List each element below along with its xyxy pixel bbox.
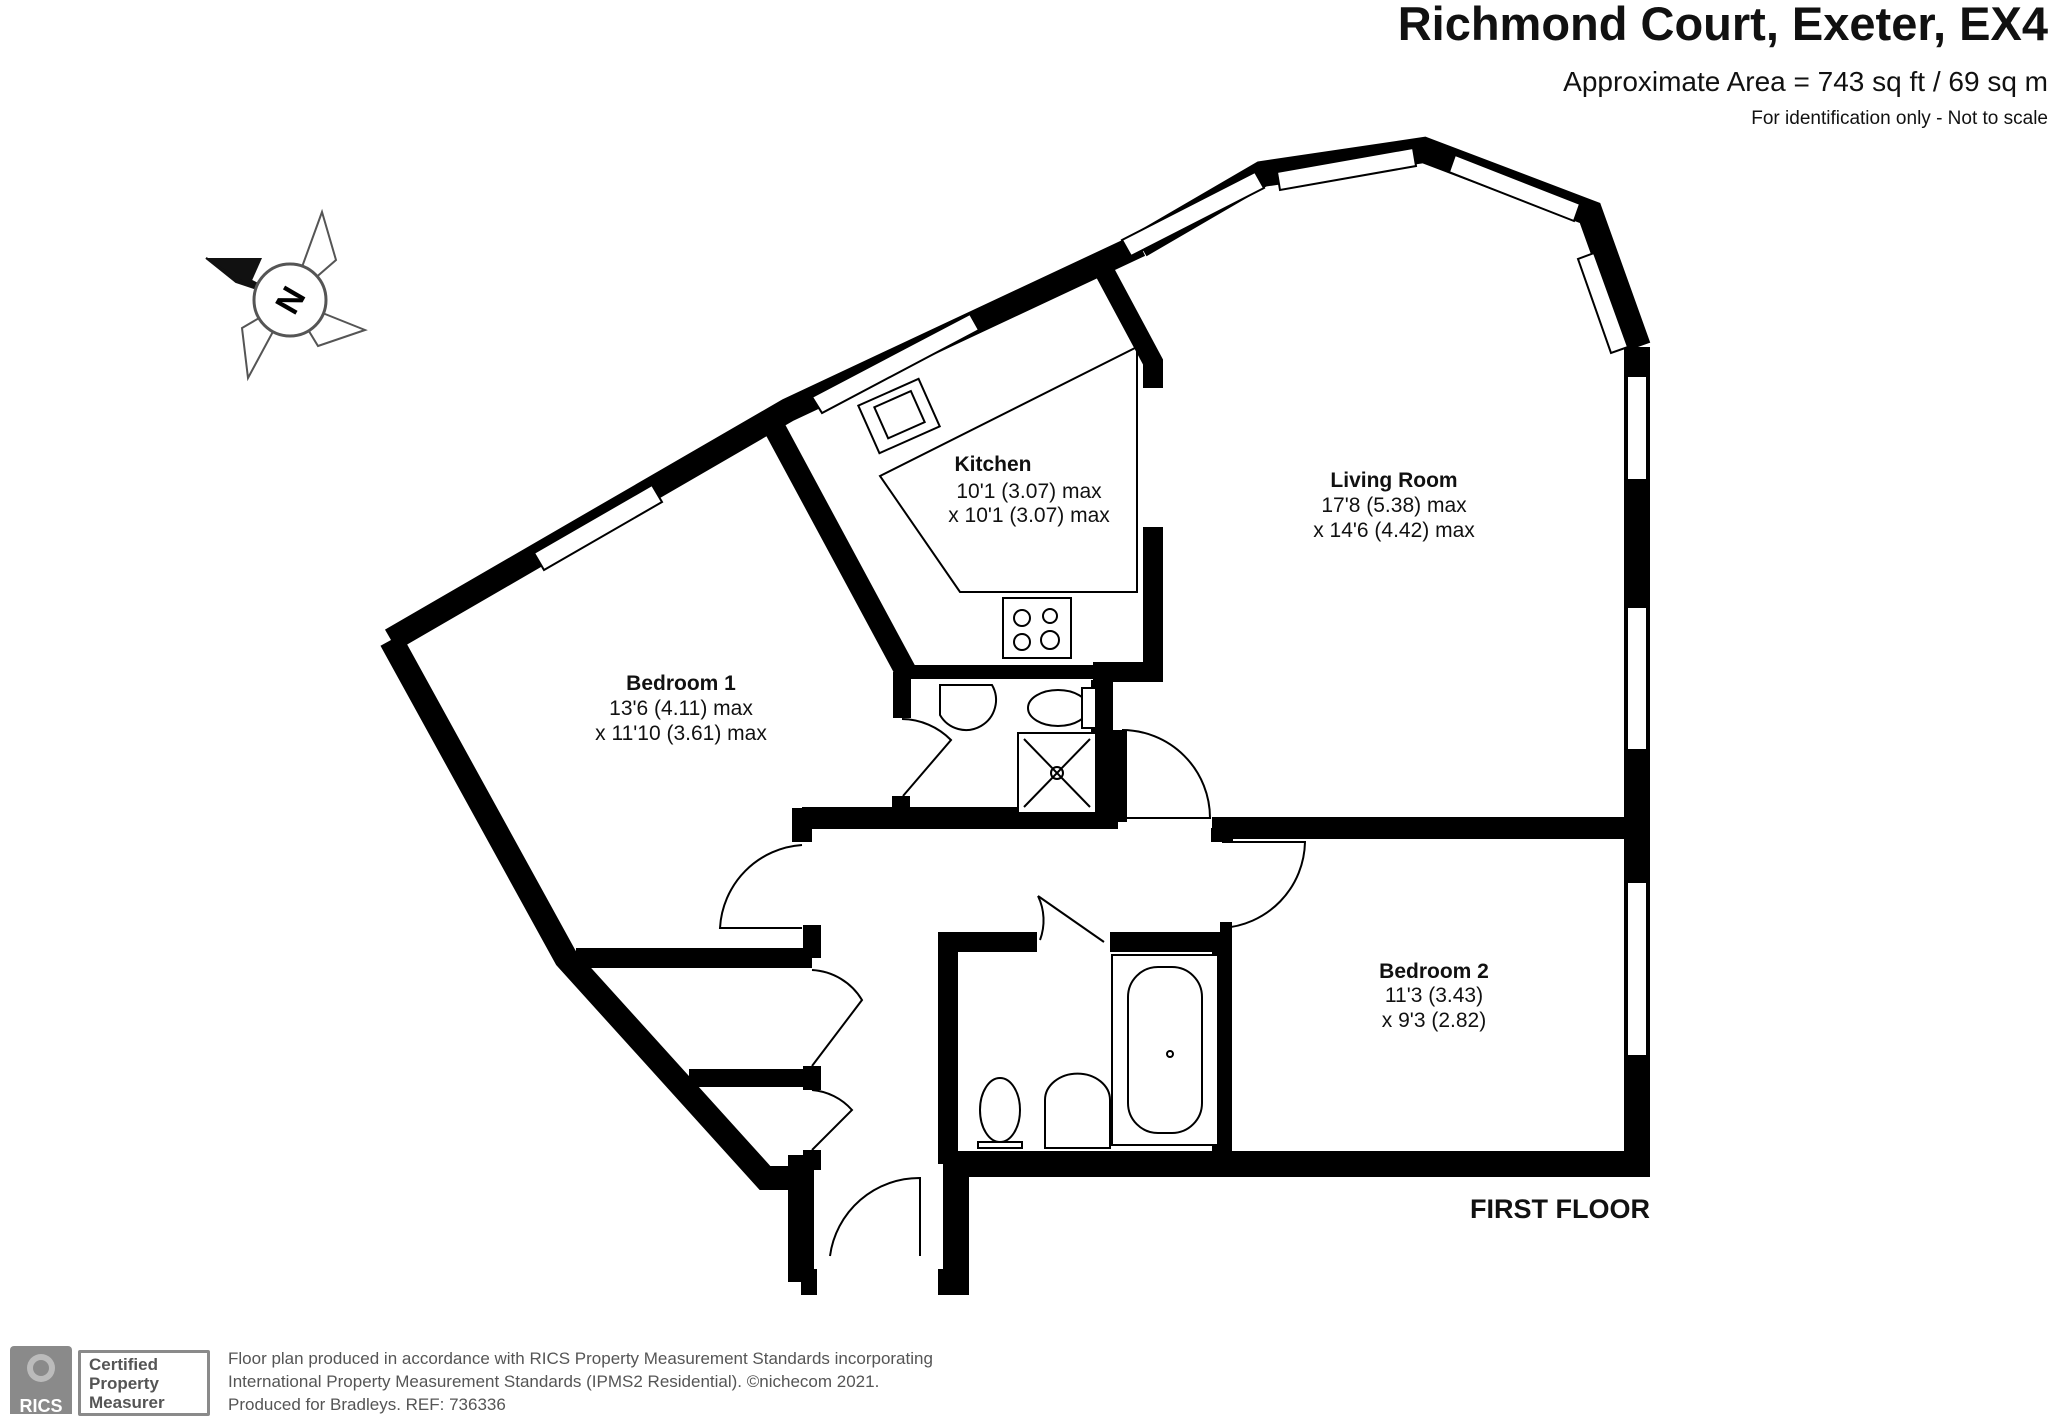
svg-text:x 14'6 (4.42) max: x 14'6 (4.42) max <box>1313 519 1475 542</box>
bathroom-fittings <box>977 954 1219 1149</box>
svg-text:Living Room: Living Room <box>1330 469 1457 492</box>
svg-text:Kitchen: Kitchen <box>954 453 1031 476</box>
hob-icon <box>1002 597 1072 659</box>
svg-text:x 10'1 (3.07) max: x 10'1 (3.07) max <box>948 504 1110 527</box>
footer-line-2: International Property Measurement Stand… <box>228 1372 880 1391</box>
bathroom-basin-icon <box>1044 1072 1111 1149</box>
walls <box>380 136 1651 1295</box>
kitchen-fittings <box>856 345 1138 659</box>
windows <box>532 146 1648 1057</box>
svg-text:Bedroom 2: Bedroom 2 <box>1379 960 1489 983</box>
svg-text:17'8 (5.38) max: 17'8 (5.38) max <box>1321 494 1467 517</box>
svg-text:11'3 (3.43): 11'3 (3.43) <box>1385 984 1483 1007</box>
approximate-area: Approximate Area = 743 sq ft / 69 sq m <box>1563 66 2048 97</box>
svg-text:Bedroom 1: Bedroom 1 <box>626 672 736 695</box>
footer-line-1: Floor plan produced in accordance with R… <box>228 1349 933 1368</box>
svg-text:10'1 (3.07) max: 10'1 (3.07) max <box>956 480 1102 503</box>
certified-property-measurer-badge: Certified Property Measurer <box>78 1350 210 1416</box>
footer-line-3: Produced for Bradleys. REF: 736336 <box>228 1395 506 1414</box>
bathroom-toilet-icon <box>979 1077 1021 1143</box>
svg-text:13'6 (4.11) max: 13'6 (4.11) max <box>609 697 753 720</box>
ensuite-fittings <box>939 684 1097 814</box>
rics-logo <box>10 1346 72 1414</box>
compass-rose-icon: N <box>205 208 368 382</box>
svg-text:x 11'10 (3.61) max: x 11'10 (3.61) max <box>595 722 767 745</box>
footer-disclaimer: Floor plan produced in accordance with R… <box>228 1347 933 1416</box>
room-living-label: Living Room 17'8 (5.38) max x 14'6 (4.42… <box>1313 469 1475 542</box>
room-kitchen-label: Kitchen 10'1 (3.07) max x 10'1 (3.07) ma… <box>948 453 1110 527</box>
room-bedroom2-label: Bedroom 2 11'3 (3.43) x 9'3 (2.82) <box>1379 960 1489 1032</box>
basin-icon <box>939 684 997 732</box>
svg-text:x 9'3 (2.82): x 9'3 (2.82) <box>1382 1009 1486 1032</box>
toilet-icon <box>1027 689 1089 727</box>
room-bedroom1-label: Bedroom 1 13'6 (4.11) max x 11'10 (3.61)… <box>595 672 767 745</box>
scale-disclaimer: For identification only - Not to scale <box>1751 108 2048 129</box>
door-swings <box>718 718 1307 1257</box>
plan-title: Richmond Court, Exeter, EX4 <box>1397 0 2048 50</box>
rics-wordmark: RICS <box>19 1396 63 1416</box>
floor-label: FIRST FLOOR <box>1470 1194 1650 1224</box>
